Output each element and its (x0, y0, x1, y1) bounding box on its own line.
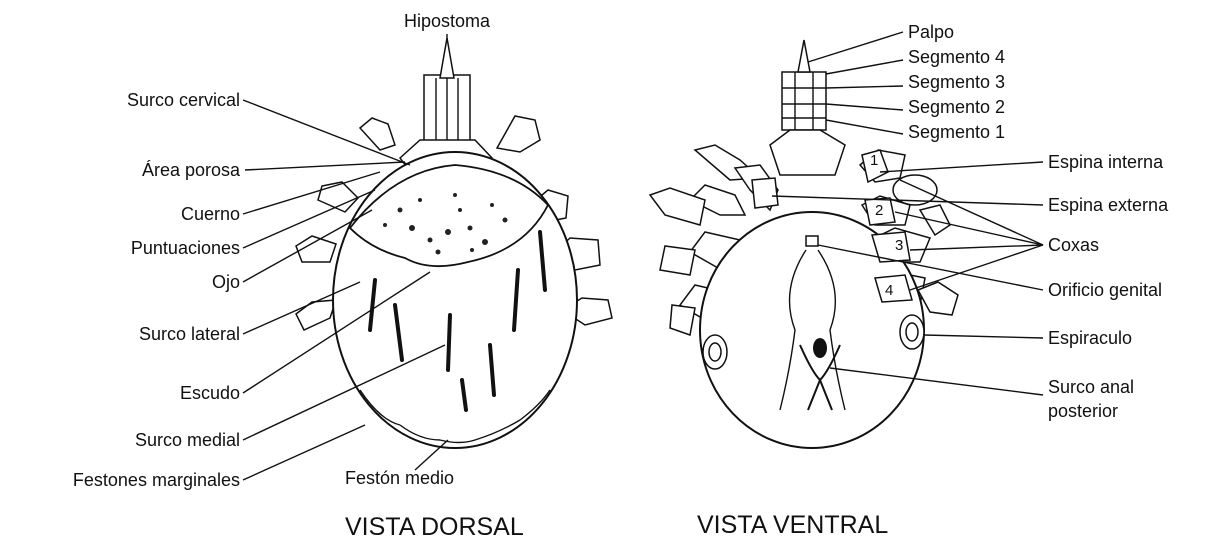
label-espina-interna: Espina interna (1048, 152, 1164, 172)
label-area-porosa: Área porosa (142, 160, 241, 180)
dorsal-title: VISTA DORSAL (345, 513, 524, 541)
genital-orifice (806, 236, 818, 246)
label-coxas: Coxas (1048, 235, 1099, 255)
ventral-title: VISTA VENTRAL (697, 511, 888, 539)
label-feston-medio: Festón medio (345, 468, 454, 488)
label-segmento-2: Segmento 2 (908, 97, 1005, 117)
label-hipostoma: Hipostoma (404, 11, 491, 31)
ventral-capitulum (770, 40, 845, 175)
coxa-number-2: 2 (875, 202, 883, 219)
label-cuerno: Cuerno (181, 204, 240, 224)
label-surco-medial: Surco medial (135, 430, 240, 450)
label-espiraculo: Espiraculo (1048, 328, 1132, 348)
label-palpo: Palpo (908, 22, 954, 42)
label-surco-anal-line1: Surco anal (1048, 377, 1134, 397)
label-surco-anal-line2: posterior (1048, 401, 1118, 421)
dorsal-view: Hipostoma Surco cervical Área porosa Cue… (73, 11, 612, 541)
ventral-view: 1 2 3 4 (650, 22, 1169, 539)
anus (813, 338, 827, 358)
spiracle-right-inner (906, 323, 918, 341)
coxa-number-3: 3 (895, 237, 903, 254)
label-segmento-3: Segmento 3 (908, 72, 1005, 92)
label-espina-externa: Espina externa (1048, 195, 1169, 215)
label-festones-marginales: Festones marginales (73, 470, 240, 490)
label-ojo: Ojo (212, 272, 240, 292)
label-surco-lateral: Surco lateral (139, 324, 240, 344)
label-segmento-4: Segmento 4 (908, 47, 1005, 67)
coxa-number-1: 1 (870, 152, 878, 169)
label-surco-cervical: Surco cervical (127, 90, 240, 110)
label-segmento-1: Segmento 1 (908, 122, 1005, 142)
spiracle-left-inner (709, 343, 721, 361)
coxa-number-4: 4 (885, 282, 893, 299)
label-puntuaciones: Puntuaciones (131, 238, 240, 258)
label-orificio-genital: Orificio genital (1048, 280, 1162, 300)
label-escudo: Escudo (180, 383, 240, 403)
